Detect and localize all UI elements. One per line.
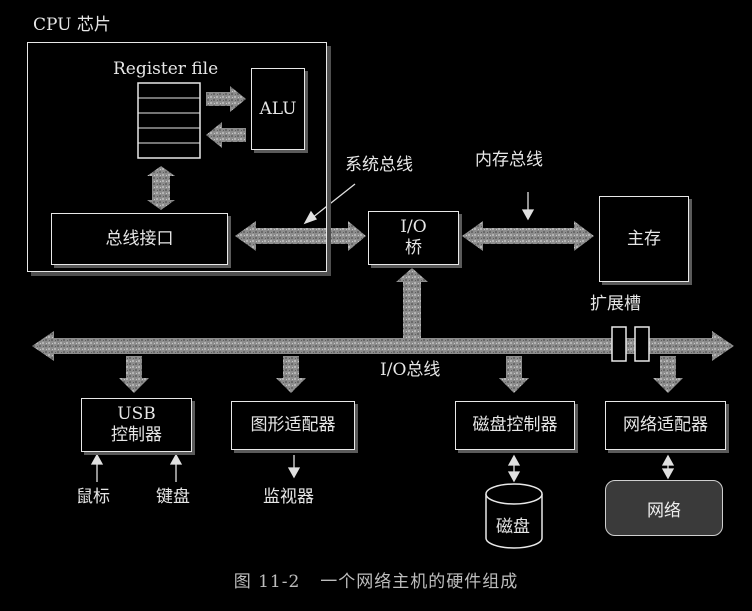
expansion-slot: [634, 326, 650, 362]
register-file: [137, 82, 201, 159]
system-bus-pointer: [311, 183, 356, 219]
register-file-label: Register file: [113, 59, 219, 79]
register-to-alu-arrow: [206, 86, 246, 112]
graphics-adapter-label: 图形适配器: [250, 415, 336, 435]
system-bus: [235, 221, 366, 251]
system-bus-label: 系统总线: [345, 155, 413, 175]
io-bridge-label-line2: 桥: [404, 238, 422, 258]
monitor-label: 监视器: [263, 487, 314, 507]
mouse-label: 鼠标: [76, 487, 110, 507]
network-label: 网络: [647, 500, 681, 521]
figure-number: 图 11-2: [233, 572, 301, 592]
bridge-io-bus-connector: [396, 268, 428, 340]
memory-bus-label: 内存总线: [475, 150, 543, 170]
alu-to-register-arrow: [206, 122, 246, 148]
usb-controller-box: USB 控制器: [81, 398, 192, 452]
usb-controller-label-line1: USB: [117, 404, 156, 424]
disk-controller-label: 磁盘控制器: [472, 415, 558, 435]
memory-bus: [462, 221, 594, 251]
disk-label: 磁盘: [496, 517, 530, 537]
alu-box: ALU: [251, 68, 305, 150]
label-pointers: [303, 183, 535, 225]
bus-interface-box: 总线接口: [51, 213, 228, 265]
alu-label: ALU: [259, 98, 297, 119]
keyboard-label: 键盘: [156, 487, 190, 507]
expansion-slots: [611, 326, 650, 362]
register-alu-arrows: [206, 86, 246, 148]
network-adapter-drop-arrow: [653, 356, 683, 393]
expansion-slot: [611, 326, 627, 362]
io-bus: [32, 331, 734, 361]
network-adapter-label: 网络适配器: [623, 415, 708, 435]
usb-controller-label-line2: 控制器: [111, 425, 162, 445]
cpu-chip-title: CPU 芯片: [33, 15, 111, 35]
disk-icon: [485, 483, 543, 549]
expansion-slots-label: 扩展槽: [590, 294, 641, 314]
device-arrows: [90, 453, 675, 483]
disk-controller-drop-arrow: [499, 356, 529, 393]
bus-interface-label: 总线接口: [105, 228, 174, 249]
register-bus-interface-arrow: [147, 166, 175, 210]
figure-caption: 图 11-2 一个网络主机的硬件组成: [0, 567, 752, 592]
graphics-drop-arrow: [276, 356, 306, 393]
main-memory-box: 主存: [599, 196, 689, 282]
io-bridge-label-line1: I/O: [400, 217, 427, 237]
graphics-adapter-box: 图形适配器: [231, 401, 355, 450]
network-box: 网络: [605, 480, 723, 536]
usb-drop-arrow: [119, 356, 149, 393]
io-bridge-box: I/O 桥: [368, 211, 459, 265]
main-memory-label: 主存: [627, 228, 661, 249]
figure-caption-text: 一个网络主机的硬件组成: [320, 572, 519, 592]
io-bus-label: I/O总线: [380, 360, 441, 380]
cpu-chip: [27, 42, 327, 272]
io-bus-drops: [119, 356, 683, 393]
disk-controller-box: 磁盘控制器: [455, 401, 575, 450]
network-adapter-box: 网络适配器: [605, 401, 726, 450]
